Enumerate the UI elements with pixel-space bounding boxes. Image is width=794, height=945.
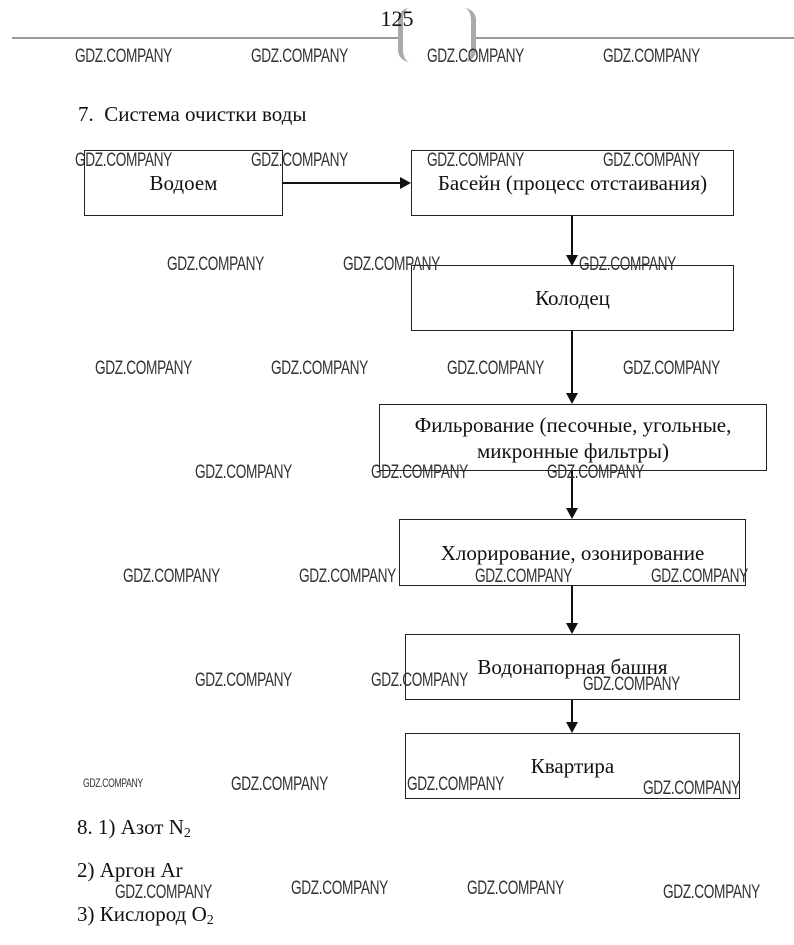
item-text: 8. 1) Азот N bbox=[77, 815, 184, 839]
watermark: GDZ.COMPANY bbox=[651, 566, 748, 587]
watermark: GDZ.COMPANY bbox=[447, 358, 544, 379]
arrowhead-down-icon bbox=[566, 722, 578, 733]
item-subscript: 2 bbox=[206, 913, 214, 928]
watermark: GDZ.COMPANY bbox=[251, 46, 348, 67]
watermark: GDZ.COMPANY bbox=[75, 46, 172, 67]
task-7-heading: 7. Система очистки воды bbox=[78, 102, 307, 126]
watermark: GDZ.COMPANY bbox=[603, 46, 700, 67]
watermark: GDZ.COMPANY bbox=[583, 674, 680, 695]
arrow-reservoir-to-pool bbox=[282, 182, 402, 184]
arrowhead-down-icon bbox=[566, 623, 578, 634]
arrow-well-to-filtration bbox=[571, 331, 573, 394]
watermark: GDZ.COMPANY bbox=[231, 774, 328, 795]
task-8-item-2: 2) Аргон Ar bbox=[77, 858, 183, 883]
arrow-pool-to-well bbox=[571, 216, 573, 256]
watermark: GDZ.COMPANY bbox=[547, 462, 644, 483]
arrow-filtration-to-chlorination bbox=[571, 471, 573, 509]
box-settling-pool: Басейн (процесс отстаивания) bbox=[411, 150, 734, 216]
watermark: GDZ.COMPANY bbox=[83, 776, 143, 790]
watermark: GDZ.COMPANY bbox=[123, 566, 220, 587]
arrow-chlorination-to-tower bbox=[571, 586, 573, 624]
item-subscript: 2 bbox=[183, 826, 191, 841]
box-apartment: Квартира bbox=[405, 733, 740, 799]
arrow-tower-to-apartment bbox=[571, 700, 573, 723]
page-number-bracket bbox=[398, 8, 476, 62]
watermark: GDZ.COMPANY bbox=[95, 358, 192, 379]
box-filtration: Фильрование (песочные, угольные, микронн… bbox=[379, 404, 767, 471]
watermark: GDZ.COMPANY bbox=[167, 254, 264, 275]
box-filtration-line2: микронные фильтры) bbox=[476, 438, 670, 463]
watermark: GDZ.COMPANY bbox=[371, 462, 468, 483]
arrowhead-right-icon bbox=[400, 177, 411, 189]
watermark: GDZ.COMPANY bbox=[195, 462, 292, 483]
watermark: GDZ.COMPANY bbox=[371, 670, 468, 691]
task-8-item-1: 8. 1) Азот N2 bbox=[77, 815, 191, 842]
watermark: GDZ.COMPANY bbox=[195, 670, 292, 691]
watermark: GDZ.COMPANY bbox=[475, 566, 572, 587]
watermark: GDZ.COMPANY bbox=[271, 358, 368, 379]
watermark: GDZ.COMPANY bbox=[663, 882, 760, 903]
watermark: GDZ.COMPANY bbox=[299, 566, 396, 587]
box-chlorination: Хлорирование, озонирование bbox=[399, 519, 746, 586]
watermark: GDZ.COMPANY bbox=[251, 150, 348, 171]
watermark: GDZ.COMPANY bbox=[643, 778, 740, 799]
watermark: GDZ.COMPANY bbox=[623, 358, 720, 379]
watermark: GDZ.COMPANY bbox=[427, 150, 524, 171]
box-filtration-line1: Фильрование (песочные, угольные, bbox=[414, 412, 732, 437]
watermark: GDZ.COMPANY bbox=[75, 150, 172, 171]
arrowhead-down-icon bbox=[566, 393, 578, 404]
watermark: GDZ.COMPANY bbox=[467, 878, 564, 899]
watermark: GDZ.COMPANY bbox=[115, 882, 212, 903]
item-text: 3) Кислород O bbox=[77, 902, 207, 926]
watermark: GDZ.COMPANY bbox=[343, 254, 440, 275]
task-8-item-3: 3) Кислород O2 bbox=[77, 902, 214, 929]
arrowhead-down-icon bbox=[566, 255, 578, 266]
item-text: 2) Аргон Ar bbox=[77, 858, 183, 882]
box-water-tower: Водонапорная башня bbox=[405, 634, 740, 700]
watermark: GDZ.COMPANY bbox=[407, 774, 504, 795]
page-number: 125 bbox=[380, 6, 414, 31]
watermark: GDZ.COMPANY bbox=[603, 150, 700, 171]
arrowhead-down-icon bbox=[566, 508, 578, 519]
watermark: GDZ.COMPANY bbox=[291, 878, 388, 899]
box-well: Колодец bbox=[411, 265, 734, 331]
watermark: GDZ.COMPANY bbox=[427, 46, 524, 67]
watermark: GDZ.COMPANY bbox=[579, 254, 676, 275]
